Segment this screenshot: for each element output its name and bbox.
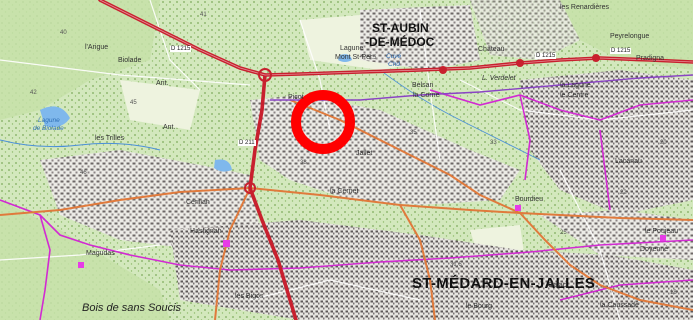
interchange-1: [258, 68, 272, 82]
place-label-ant-left: Ant.: [163, 124, 176, 131]
place-label-les-bigos: les Bigos: [235, 293, 264, 300]
urban-west: [40, 150, 260, 250]
place-label-magudas: Magudas: [86, 250, 115, 257]
place-label-biolade: Biolade: [118, 57, 142, 64]
landmark-4: [78, 262, 84, 268]
road-label-d1215-a: D 1215: [170, 46, 192, 52]
place-label-pradigna: Pradigna: [636, 55, 665, 62]
spot-height: 40: [60, 30, 67, 36]
railway: [270, 74, 693, 101]
place-label-hastignan: Hastignan: [190, 228, 222, 235]
town-label-st-medard: ST-MÉDARD-EN-JALLES: [412, 275, 596, 292]
spot-height: 18: [670, 290, 677, 296]
spot-height: 38: [300, 160, 307, 166]
water-features: [0, 54, 541, 172]
rocade-road: [248, 73, 298, 320]
place-label-gajac: Gajac: [548, 282, 567, 289]
place-label-doyenne: Doyenné: [640, 246, 669, 253]
urban-st-aubin: [360, 5, 480, 70]
boundary-lines: [0, 89, 693, 320]
interchanges: [244, 54, 600, 194]
spot-height: 25: [560, 230, 567, 236]
place-label-la-cernet: la Cernet: [330, 188, 359, 195]
road-label-d1215-b: D 1215: [535, 53, 557, 59]
spot-height: 7.5: [368, 55, 377, 61]
water-label-cuve: Cuvé: [386, 53, 402, 60]
place-label-la-lagune: la Lagune: [560, 82, 591, 89]
spot-height: 46: [80, 170, 87, 176]
place-label-la-caussade: la Caussade: [600, 302, 639, 309]
spot-height: 22: [620, 190, 627, 196]
landmark-2: [515, 205, 521, 211]
water-label-lagune-2: de Biolade: [33, 125, 64, 132]
place-label-cerillan: Cérillan: [186, 199, 210, 206]
place-label-ant-top: Ant.: [156, 80, 169, 87]
spot-height: 45: [130, 100, 137, 106]
interchange-5: [592, 54, 600, 62]
place-label-arigue: l'Arigue: [85, 44, 109, 51]
forest-label: Bois de sans Soucis: [82, 302, 182, 314]
place-label-picot: Picot: [288, 94, 304, 101]
urban-north-east: [470, 0, 580, 60]
place-label-les-trilles: les Trilles: [95, 135, 125, 142]
place-label-les-renardieres: les Renardières: [560, 4, 610, 11]
place-label-peyrelongue: Peyrelongue: [610, 33, 650, 40]
lagune-biolade: [40, 106, 70, 127]
water-label-lagune-1: Lagune: [38, 117, 60, 124]
spot-height: 20: [660, 140, 667, 146]
place-label-chateau: Château: [478, 46, 505, 53]
location-marker: [291, 90, 355, 154]
place-label-le-poujeau: le Poujeau: [645, 228, 679, 235]
place-label-lagune-mont-2: Mont St-Per: [335, 54, 373, 61]
interchange-4: [516, 59, 524, 67]
landmark-3: [660, 235, 666, 241]
landmark-1: [223, 240, 230, 247]
place-label-lacanau: Lacanau: [615, 158, 642, 165]
pond-1: [338, 54, 352, 62]
place-label-le-centre: le Centre: [560, 92, 589, 99]
road-label-d1215-c: D 1215: [610, 48, 632, 54]
urban-south: [170, 220, 693, 320]
spot-height: 35: [410, 130, 417, 136]
spot-height: 41: [200, 12, 207, 18]
spot-height: 42: [30, 90, 37, 96]
place-label-lagune-mont-1: Lagune: [340, 45, 364, 52]
place-label-le-verdelet: L. Verdelet: [482, 75, 516, 82]
interchange-2: [244, 182, 256, 194]
place-label-la-corne: la Corne: [413, 92, 440, 99]
urban-east: [520, 70, 693, 215]
water-label-chd: Chd: [388, 61, 400, 68]
place-label-bourdieu: Bourdieu: [515, 196, 544, 203]
town-label-st-aubin-2: -DE-MÉDOC: [365, 35, 435, 49]
urban-southeast: [540, 210, 693, 260]
landmarks: [78, 205, 666, 268]
secondary-roads: [0, 99, 693, 320]
spot-height: 31.6: [450, 262, 462, 268]
place-label-le-bourg: le Bourg: [466, 303, 493, 310]
stream-1: [0, 139, 161, 151]
spot-height: 33: [490, 140, 497, 146]
pond-2: [214, 159, 232, 172]
stream-2: [379, 69, 541, 161]
place-label-jallet: Jallet: [356, 150, 373, 157]
town-label-st-aubin-1: ST-AUBIN: [372, 21, 429, 35]
place-label-belsan: Belsan: [412, 82, 434, 89]
road-label-d211: D 211: [238, 140, 256, 146]
interchange-3: [439, 66, 447, 74]
